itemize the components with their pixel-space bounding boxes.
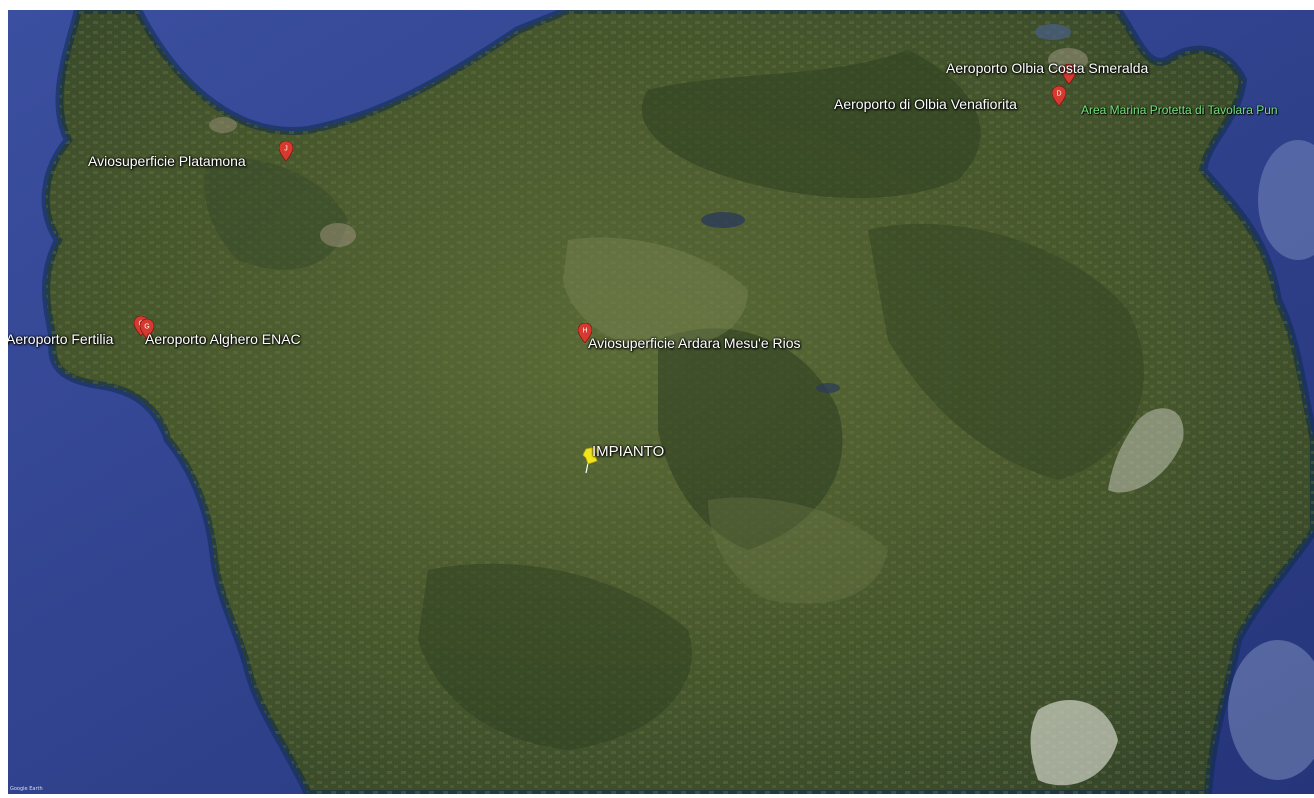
marker-label-ardara: Aviosuperficie Ardara Mesu'e Rios [588, 335, 801, 351]
imagery-credit: Google Earth [10, 786, 43, 792]
svg-text:E: E [1067, 69, 1072, 76]
satellite-map-view[interactable]: J Aviosuperficie Platamona C G Aeroporto… [8, 10, 1314, 794]
svg-text:H: H [582, 328, 587, 335]
marker-label-fertilia: Aeroporto Fertilia [8, 331, 114, 347]
map-marker-h[interactable]: H [578, 323, 592, 343]
terrain-imagery [8, 10, 1314, 794]
site-pushpin-icon[interactable] [580, 445, 602, 473]
marker-label-olbia-venafiorita: Aeroporto di Olbia Venafiorita [834, 96, 1017, 112]
site-label-impianto: IMPIANTO [592, 443, 665, 460]
marker-label-platamona: Aviosuperficie Platamona [88, 153, 246, 169]
marker-label-alghero: Aeroporto Alghero ENAC [145, 331, 301, 347]
svg-text:J: J [284, 146, 288, 153]
marker-label-olbia-costa-smeralda: Aeroporto Olbia Costa Smeralda [946, 60, 1149, 76]
svg-text:D: D [1056, 91, 1061, 98]
svg-text:G: G [144, 324, 149, 331]
map-marker-j[interactable]: J [279, 141, 293, 161]
map-marker-g[interactable]: G [140, 319, 154, 339]
map-marker-d[interactable]: D [1052, 86, 1066, 106]
protected-area-label: Area Marina Protetta di Tavolara Pun [1081, 103, 1278, 117]
map-marker-e[interactable]: E [1062, 64, 1076, 84]
